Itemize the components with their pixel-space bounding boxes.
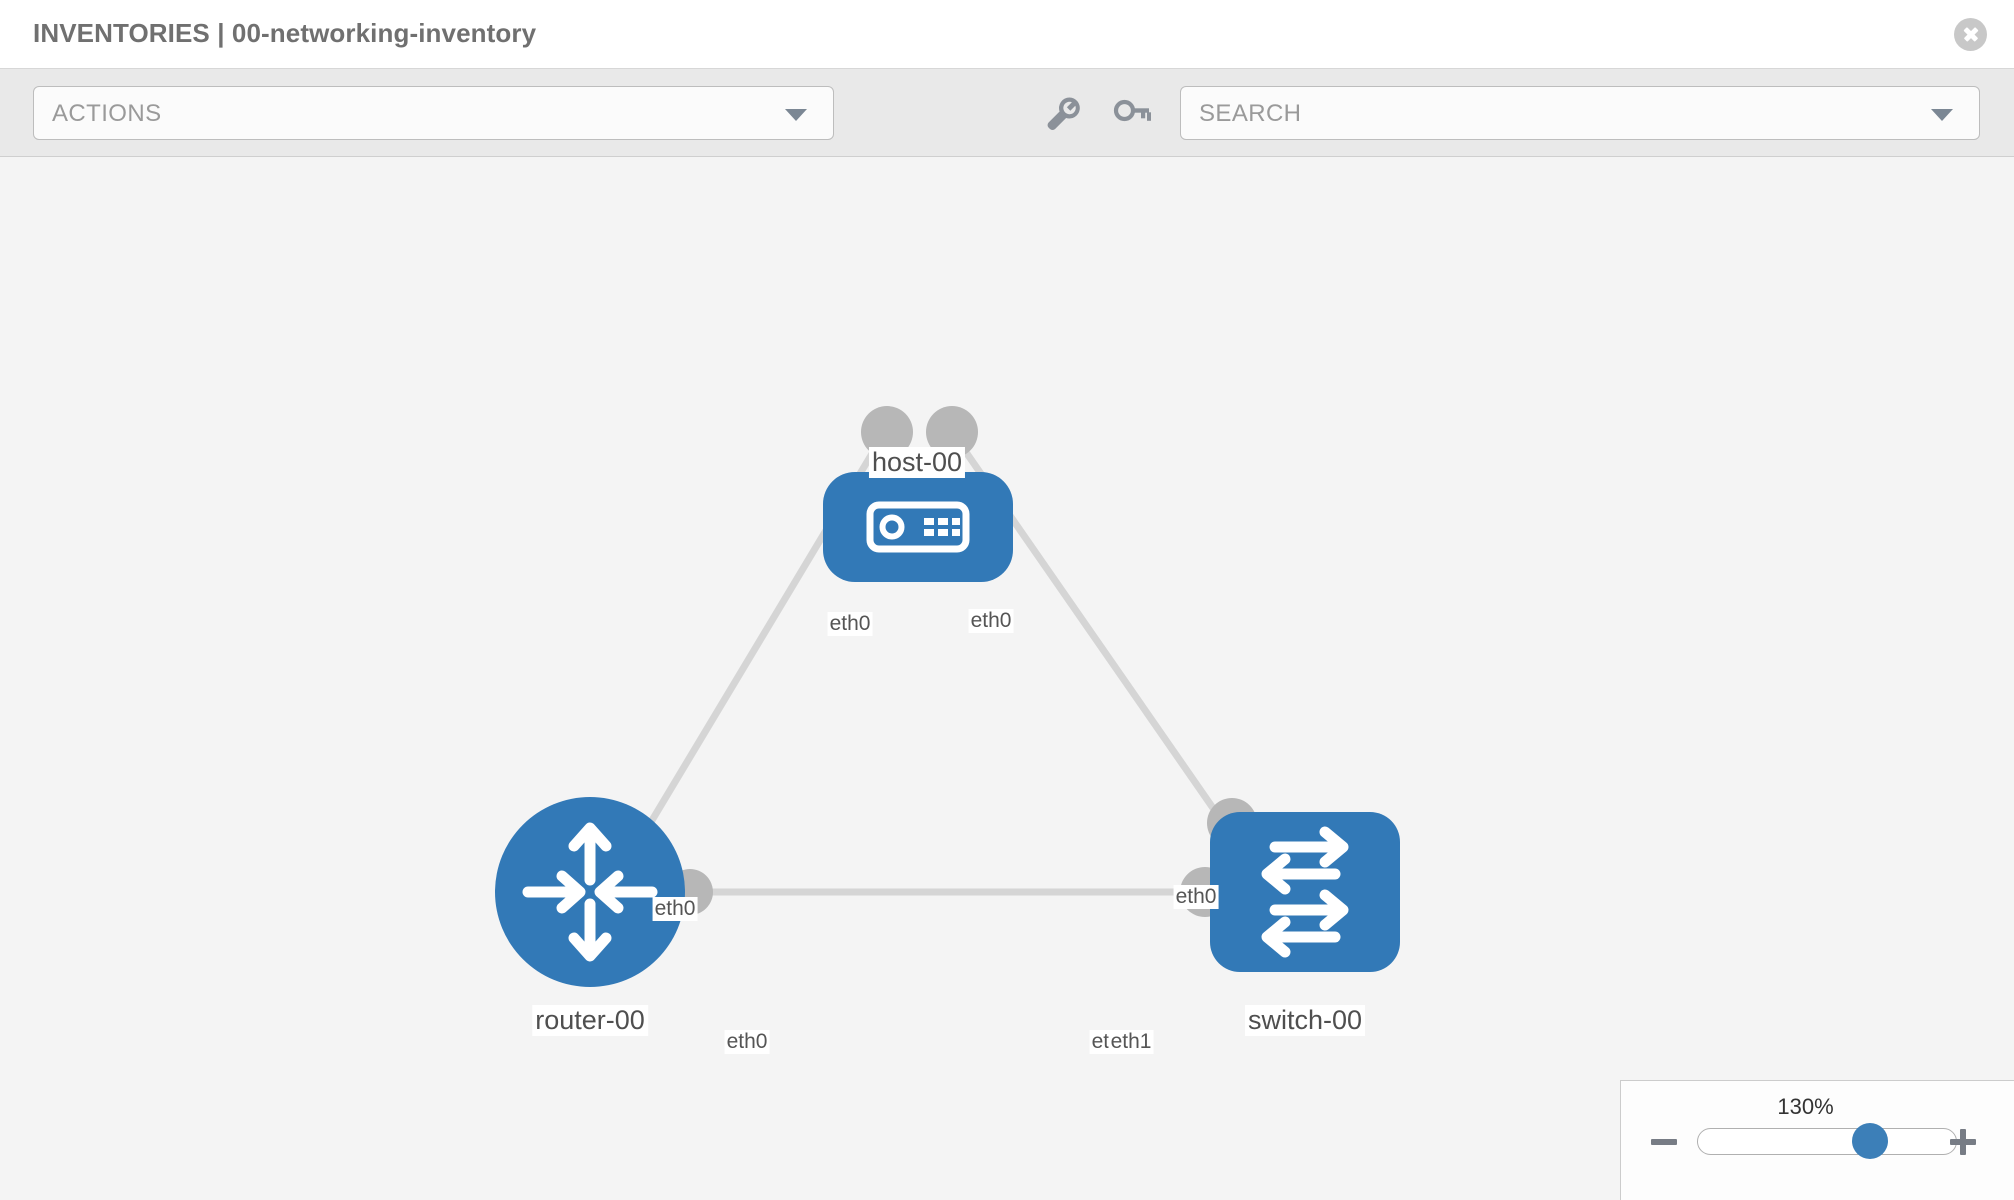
- node-host-00-shape: [823, 472, 1013, 582]
- actions-dropdown-label: ACTIONS: [52, 100, 162, 127]
- topology-canvas[interactable]: host-00 router-00 switch-00 eth0 eth0 et…: [0, 157, 2014, 1200]
- zoom-control-panel: 130%: [1620, 1080, 2014, 1200]
- node-host-00[interactable]: [823, 472, 1013, 582]
- node-label-host-00: host-00: [868, 447, 966, 478]
- zoom-level-value: 130%: [1777, 1094, 1834, 1119]
- topology-graph: [495, 406, 1400, 987]
- port-host-eth0-left: [861, 406, 913, 458]
- iface-label-router-eth0-right: eth0: [724, 1030, 770, 1054]
- node-switch-00[interactable]: [1210, 812, 1400, 972]
- iface-label-switch-eth0-up: eth0: [1173, 885, 1219, 909]
- iface-label-host-eth0-left: eth0: [827, 612, 873, 636]
- zoom-slider-thumb[interactable]: [1852, 1123, 1888, 1159]
- search-input[interactable]: SEARCH: [1180, 86, 1980, 140]
- chevron-down-icon: [785, 109, 807, 121]
- toolbar: ACTIONS SEARCH: [0, 69, 2014, 157]
- actions-dropdown[interactable]: ACTIONS: [33, 86, 834, 140]
- iface-label-host-eth0-right: eth0: [968, 609, 1014, 633]
- close-icon[interactable]: [1954, 18, 1987, 51]
- chevron-down-icon: [1931, 109, 1953, 121]
- node-label-router-00: router-00: [532, 1005, 648, 1036]
- switch-arrows-icon: [1261, 826, 1349, 958]
- node-switch-00-shape: [1210, 812, 1400, 972]
- zoom-in-button[interactable]: [1948, 1127, 1978, 1157]
- page-header: INVENTORIES | 00-networking-inventory: [0, 0, 2014, 69]
- key-icon[interactable]: [1110, 93, 1152, 135]
- port-host-eth0-right: [926, 406, 978, 458]
- iface-label-switch-eth1: eth1: [1108, 1030, 1154, 1054]
- search-placeholder: SEARCH: [1199, 100, 1302, 127]
- iface-label-router-eth0-up: eth0: [652, 897, 698, 921]
- zoom-out-button[interactable]: [1649, 1127, 1679, 1157]
- router-arrows-icon: [522, 822, 658, 962]
- server-icon: [866, 501, 970, 553]
- wrench-icon[interactable]: [1041, 93, 1083, 135]
- page-title: INVENTORIES | 00-networking-inventory: [33, 18, 537, 48]
- node-router-00-shape: [495, 797, 685, 987]
- zoom-slider-track[interactable]: [1697, 1128, 1957, 1155]
- node-label-switch-00: switch-00: [1244, 1005, 1366, 1036]
- node-router-00[interactable]: [495, 797, 685, 987]
